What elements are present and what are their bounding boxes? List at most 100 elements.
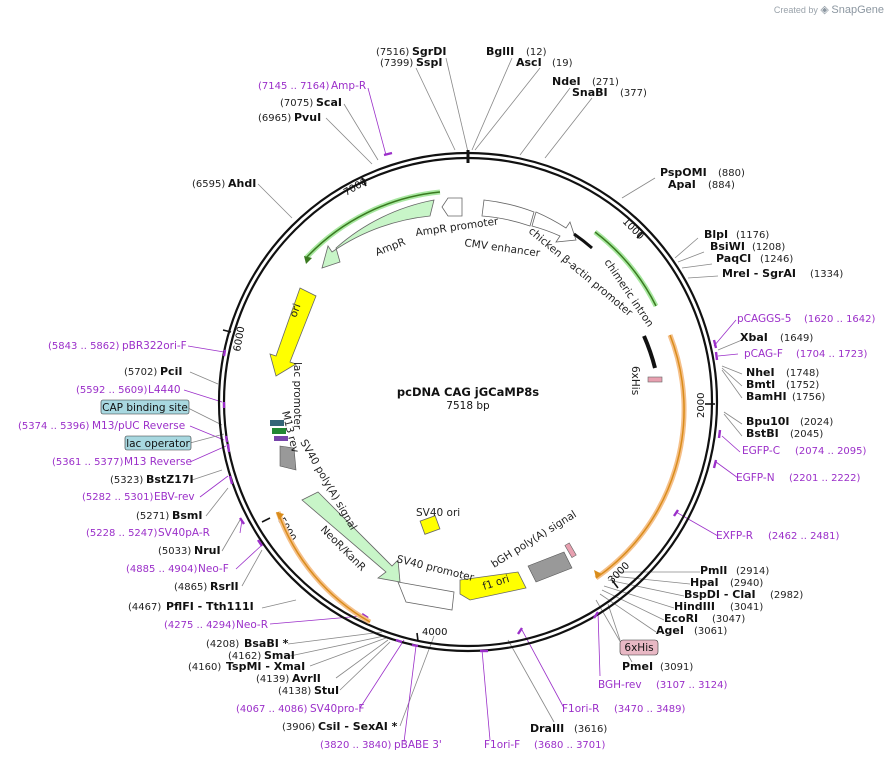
site-name-bsiwi: BsiWI	[710, 240, 745, 253]
site-pos-apai: (884)	[708, 180, 735, 191]
site-pos-tspmi: (4160)	[188, 662, 221, 673]
site-pos-ahdi: (6595)	[192, 179, 225, 190]
f1-ori-arrow	[459, 571, 527, 601]
site-pos-bstz17i: (5323)	[110, 475, 143, 486]
tick-label-6000: 6000	[232, 326, 247, 353]
primer-range-f1ori-f: (3680 .. 3701)	[534, 740, 606, 751]
site-pos-pvui: (6965)	[258, 113, 291, 124]
primer-range-f1ori-r: (3470 .. 3489)	[614, 704, 686, 715]
label-6xhis-feature: 6xHis	[629, 366, 641, 395]
site-pos-bmti: (1752)	[786, 380, 819, 391]
site-name-apai: ApaI	[668, 178, 696, 191]
primer-range-egfp-c: (2074 .. 2095)	[795, 446, 867, 457]
site-name-mrei-sgrai: MreI - SgrAI	[722, 267, 796, 280]
cap-binding-site-box	[100, 399, 190, 415]
site-name-tspmi: TspMI - XmaI	[226, 660, 305, 673]
ori-arrow	[269, 287, 317, 377]
site-name-hindiii: HindIII	[674, 600, 715, 613]
plasmid-name: pcDNA CAG jGCaMP8s	[397, 385, 539, 399]
primer-name-sv40pa-r: SV40pA-R	[158, 527, 210, 539]
primer-name-f1ori-f: F1ori-F	[484, 739, 520, 751]
site-pos-sspi: (7399)	[380, 58, 413, 69]
orange-arrowhead	[594, 570, 602, 578]
primer-name-pcag-f: pCAG-F	[744, 348, 783, 360]
label-cmv-enhancer: CMV enhancer	[464, 237, 542, 260]
site-pos-nrui: (5033)	[158, 546, 191, 557]
his-tag-box-label: 6xHis	[624, 642, 653, 654]
primer-name-pcaggs-5: pCAGGS-5	[737, 313, 791, 325]
site-pos-ndei: (271)	[592, 77, 619, 88]
site-pos-agei: (3061)	[694, 626, 727, 637]
lac-operator-label: lac operator	[126, 438, 190, 450]
site-name-avrii: AvrII	[292, 672, 321, 685]
site-pos-bstbi: (2045)	[790, 429, 823, 440]
site-name-bsabi: BsaBI *	[244, 637, 289, 650]
primer-name-egfp-n: EGFP-N	[736, 472, 775, 484]
primer-range-neo-f: (4885 .. 4904)	[126, 564, 198, 575]
site-pos-draiii: (3616)	[574, 724, 607, 735]
site-name-bmti: BmtI	[746, 378, 775, 391]
site-pos-bsmi: (5271)	[136, 511, 169, 522]
cmv-enhancer-block	[481, 199, 535, 227]
lac-operator-box	[124, 435, 192, 451]
site-name-bglii: BglII	[486, 45, 514, 58]
snapgene-logo-icon: ◈	[820, 4, 829, 16]
primer-range-bgh-rev: (3107 .. 3124)	[656, 680, 728, 691]
site-pos-bsiwi: (1208)	[752, 242, 785, 253]
site-pos-pflfi: (4467)	[128, 602, 161, 613]
site-pos-nhei: (1748)	[786, 368, 819, 379]
site-name-snabi: SnaBI	[572, 86, 608, 99]
site-pos-sgrdi: (7516)	[376, 47, 409, 58]
site-name-scai: ScaI	[316, 96, 342, 109]
amp-r-arrow	[321, 199, 435, 269]
primer-range-pbabe-3: (3820 .. 3840)	[320, 740, 392, 751]
orange-arrowhead-2	[276, 512, 284, 520]
primer-name-pbr322ori-f: pBR322ori-F	[122, 340, 187, 352]
site-pos-hindiii: (3041)	[730, 602, 763, 613]
label-amp-promoter: AmpR promoter	[415, 215, 500, 239]
site-name-ndei: NdeI	[552, 75, 581, 88]
site-pos-bglii: (12)	[526, 47, 547, 58]
site-pos-rsrii: (4865)	[174, 582, 207, 593]
site-pos-mrei-sgrai: (1334)	[810, 269, 843, 280]
primer-name-sv40pro-f: SV40pro-F	[310, 703, 364, 715]
tick-marks	[222, 177, 715, 642]
primer-name-neo-f: Neo-F	[198, 563, 229, 575]
site-pos-bamhi: (1756)	[792, 392, 825, 403]
label-sv40-promoter: SV40 promoter	[395, 553, 475, 584]
site-name-pmei: PmeI	[622, 660, 653, 673]
chicken-beta-actin-promoter-arrow	[531, 211, 577, 243]
site-name-draiii: DraIII	[530, 722, 564, 735]
his-tag-mark-2	[564, 542, 577, 558]
site-pos-bsabi: (4208)	[206, 639, 239, 650]
m13-mark	[274, 436, 288, 441]
primer-range-exfp-r: (2462 .. 2481)	[768, 531, 840, 542]
site-name-sspi: SspI	[416, 56, 442, 69]
lac-promoter-mark	[270, 420, 284, 426]
site-pos-stui: (4138)	[278, 686, 311, 697]
site-name-pmli: PmlI	[700, 564, 727, 577]
site-pos-snabi: (377)	[620, 88, 647, 99]
neor-kanr-arrow	[301, 491, 401, 583]
site-name-paqci: PaqCI	[716, 252, 751, 265]
intron-range-arc-core	[594, 231, 657, 307]
amp-arrowhead	[304, 256, 312, 264]
primer-name-neo-r: Neo-R	[236, 619, 268, 631]
site-name-smai: SmaI	[264, 649, 295, 662]
primer-name-ebv-rev: EBV-rev	[154, 491, 195, 503]
primer-name-pbabe-3: pBABE 3'	[394, 739, 442, 751]
cap-binding-site-label: CAP binding site	[102, 402, 188, 414]
primer-range-pcag-f: (1704 .. 1723)	[796, 349, 868, 360]
primer-name-l4440: L4440	[148, 384, 181, 396]
site-name-stui: StuI	[314, 684, 339, 697]
primer-range-m13-puc-reverse: (5374 .. 5396)	[18, 421, 90, 432]
primer-range-pbr322ori-f: (5843 .. 5862)	[48, 341, 120, 352]
primer-range-m13-reverse: (5361 .. 5377)	[52, 457, 124, 468]
primer-name-f1ori-r: F1ori-R	[562, 703, 599, 715]
site-pos-csii: (3906)	[282, 722, 315, 733]
site-name-nrui: NruI	[194, 544, 221, 557]
orange-range-arc-2-core	[277, 511, 371, 623]
site-name-hpai: HpaI	[690, 576, 719, 589]
watermark-brand: SnapGene	[831, 4, 884, 16]
